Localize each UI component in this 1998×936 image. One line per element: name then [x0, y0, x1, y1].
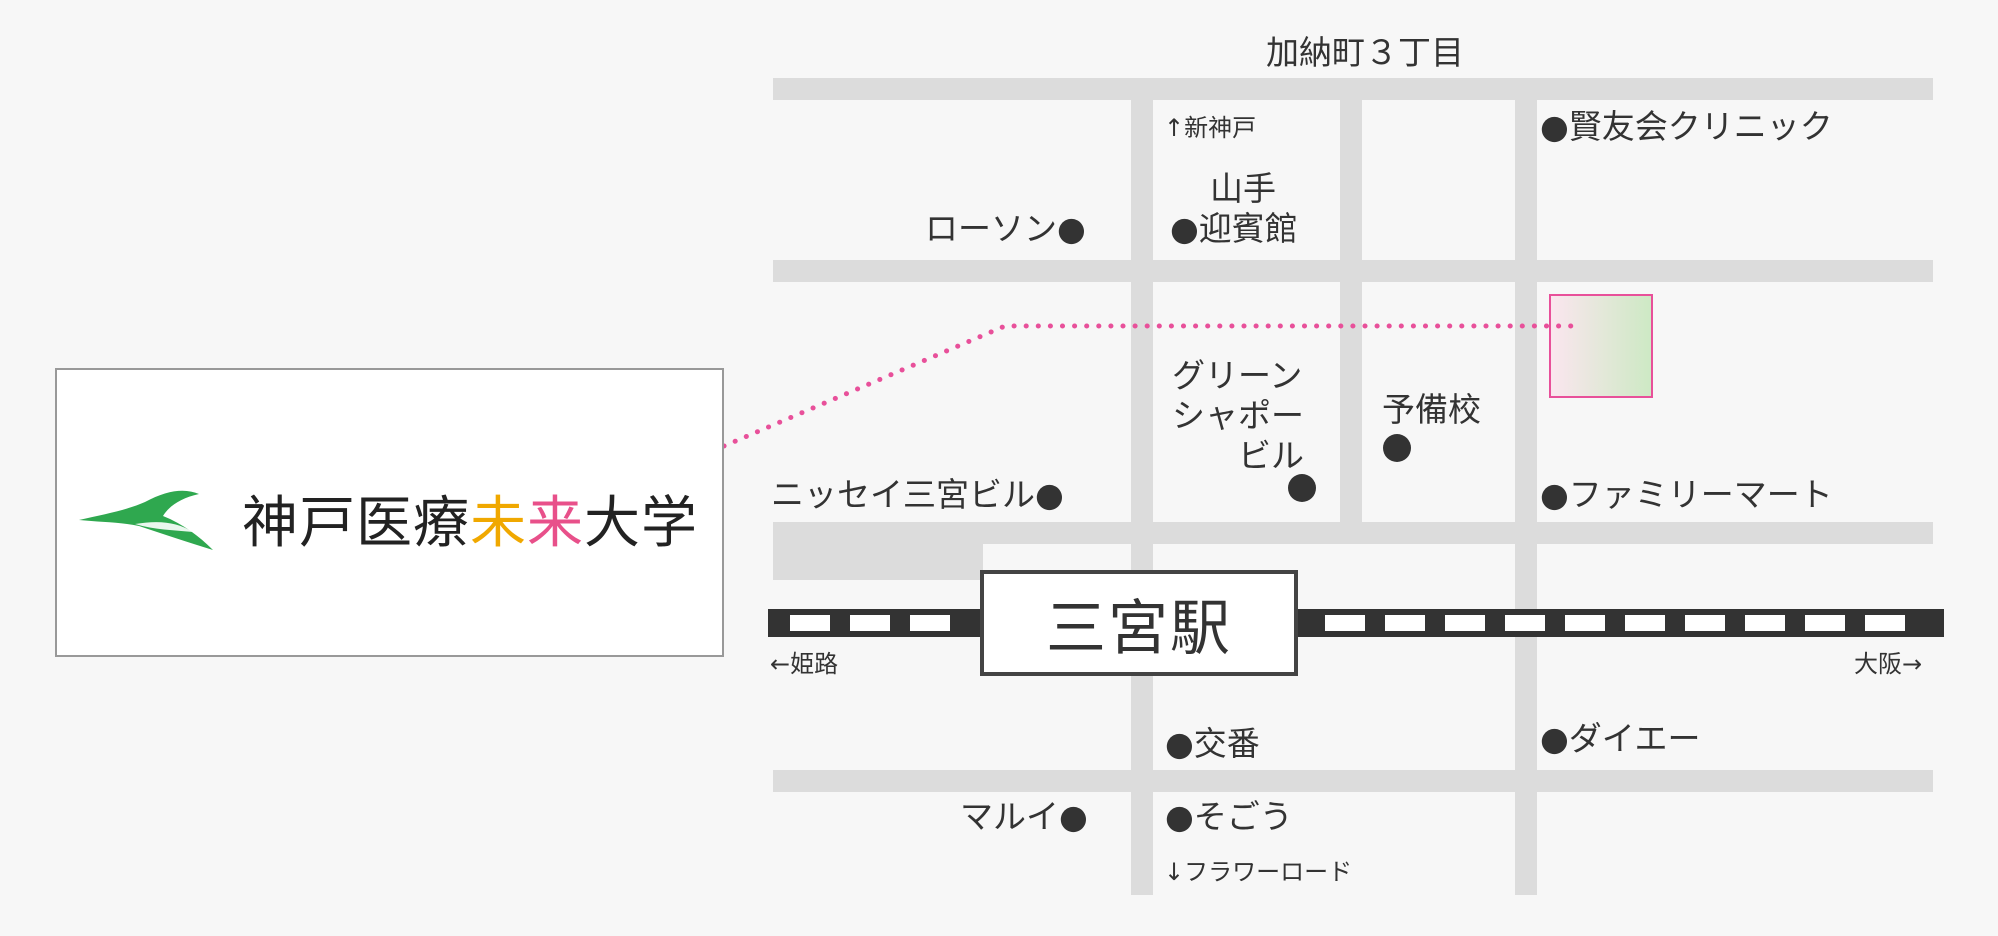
direction-osaka: 大阪→ — [1854, 650, 1923, 678]
university-name-rai: 来 — [527, 491, 584, 556]
sannomiya-station: 三宮駅 — [980, 570, 1298, 676]
sogo-label: ●そごう — [1165, 797, 1293, 836]
university-name: 神戸医療未来大学 — [242, 496, 698, 552]
direction-flower-road: ↓フラワーロード — [1164, 858, 1353, 886]
university-name-mi: 未 — [470, 491, 527, 556]
destination-building — [1549, 294, 1653, 398]
yamate-label-1: 山手 — [1210, 169, 1276, 208]
road-v-2 — [1340, 100, 1362, 522]
direction-shinkobe: ↑新神戸 — [1164, 114, 1257, 142]
koban-label: ●交番 — [1165, 724, 1260, 763]
railway-line — [768, 609, 1944, 637]
road-h-top — [773, 78, 1933, 100]
road-v-1 — [1131, 100, 1153, 895]
road-v-3 — [1515, 100, 1537, 895]
lawson-label: ローソン● — [925, 209, 1086, 248]
road-h-3 — [773, 522, 1933, 544]
clinic-label: ●賢友会クリニック — [1540, 107, 1833, 146]
green-building-label: グリーン シャポー ビル — [1172, 356, 1304, 475]
direction-himeji: ←姫路 — [770, 650, 839, 678]
yobiko-label: 予備校 — [1382, 390, 1481, 429]
university-logo-card: 神戸医療未来大学 — [55, 368, 724, 657]
marui-label: マルイ● — [960, 797, 1088, 836]
station-name: 三宮駅 — [1046, 593, 1232, 664]
university-name-part1: 神戸医療 — [242, 491, 470, 556]
road-h-bottom — [773, 770, 1933, 792]
yobiko-marker — [1383, 434, 1411, 462]
familymart-label: ●ファミリーマート — [1540, 475, 1833, 514]
road-h-wide — [773, 544, 983, 580]
green-building-marker — [1288, 474, 1316, 502]
bird-logo-icon — [79, 490, 213, 550]
yamate-label-2: ●迎賓館 — [1170, 209, 1298, 248]
nissay-label: ニッセイ三宮ビル● — [771, 475, 1064, 514]
university-name-part2: 大学 — [584, 491, 698, 556]
daiei-label: ●ダイエー — [1540, 719, 1701, 758]
district-label: 加納町３丁目 — [1266, 33, 1464, 72]
